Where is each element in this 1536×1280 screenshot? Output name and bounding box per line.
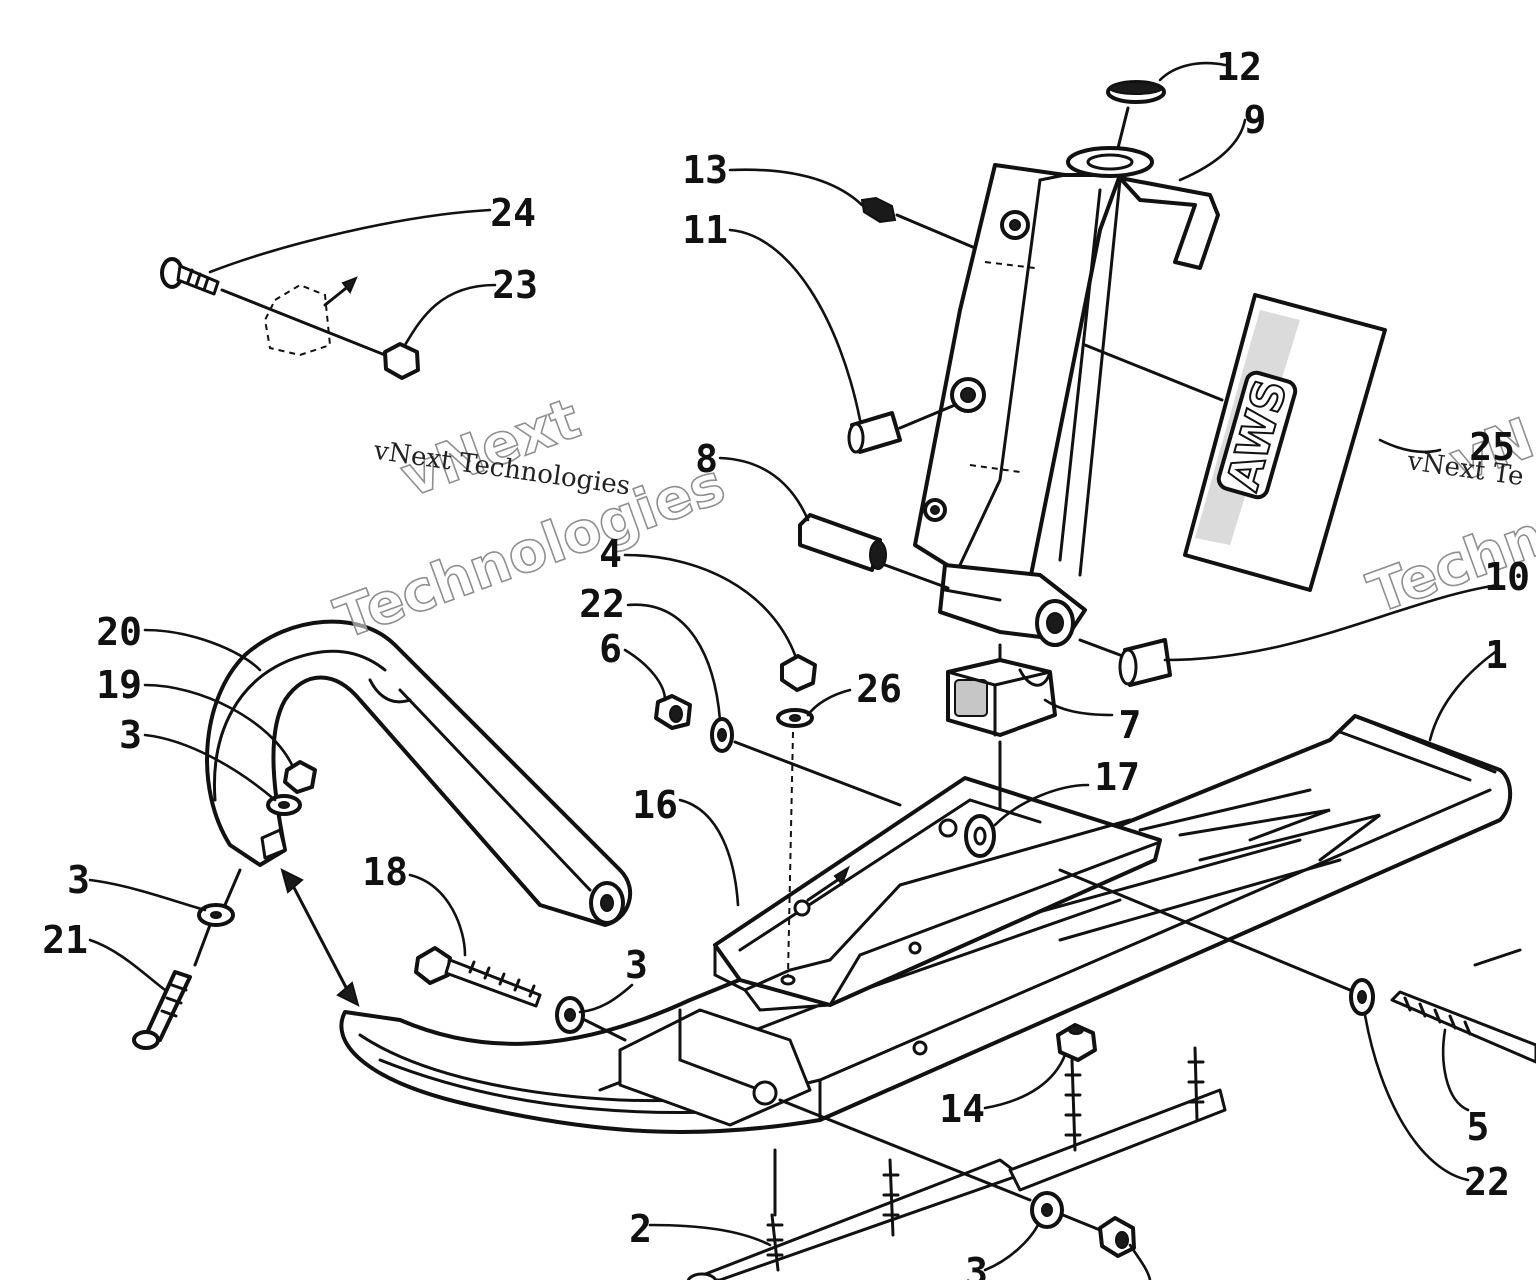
bushing-8 xyxy=(798,513,887,572)
callout-3-front: 3 xyxy=(965,1250,988,1280)
nut-23 xyxy=(383,342,420,380)
callout-24: 24 xyxy=(490,191,536,235)
alignment-arrow xyxy=(280,868,360,1007)
callout-17: 17 xyxy=(1094,755,1140,799)
washer-3-front xyxy=(1030,1191,1064,1229)
callout-4: 4 xyxy=(599,532,622,576)
callout-22-right: 22 xyxy=(1464,1160,1510,1204)
callout-6: 6 xyxy=(599,627,622,671)
callout-12: 12 xyxy=(1216,45,1262,89)
callout-21: 21 xyxy=(42,918,88,962)
callout-25: 25 xyxy=(1469,425,1515,469)
spindle-housing xyxy=(913,146,1220,647)
bolt-5 xyxy=(1390,990,1536,1064)
washer-3-lower xyxy=(197,903,235,927)
ski-loop xyxy=(205,619,632,927)
callout-3-mid: 3 xyxy=(625,943,648,987)
ski-saddle xyxy=(713,776,1162,1012)
wear-bar-runner xyxy=(686,1046,1227,1280)
bracket-dashed xyxy=(263,276,358,357)
watermark-left: vNext Technologies vNext Technologies xyxy=(326,386,734,654)
washer-22-right xyxy=(1349,978,1375,1016)
callout-16: 16 xyxy=(632,783,678,827)
bolt-18 xyxy=(414,946,542,1008)
callout-11: 11 xyxy=(682,208,728,252)
callout-2: 2 xyxy=(629,1207,652,1251)
callout-22: 22 xyxy=(579,582,625,626)
callout-3-lower: 3 xyxy=(67,858,90,902)
nut-6 xyxy=(654,694,692,730)
leader-lines xyxy=(88,61,1500,1280)
nut-19 xyxy=(283,760,317,794)
nut-14 xyxy=(1056,1023,1097,1062)
cap-12 xyxy=(1106,80,1166,104)
callout-26: 26 xyxy=(856,667,902,711)
callout-3-upper: 3 xyxy=(119,713,142,757)
callout-13: 13 xyxy=(682,148,728,192)
callout-labels: 1 2 3 3 3 3 3 4 5 6 7 8 9 10 11 12 13 14… xyxy=(42,45,1530,1280)
bushing-10 xyxy=(1118,638,1172,687)
washer-17 xyxy=(964,814,996,858)
bolt-21 xyxy=(132,970,192,1050)
callout-10: 10 xyxy=(1484,555,1530,599)
callout-5: 5 xyxy=(1467,1105,1490,1149)
callout-8: 8 xyxy=(695,437,718,481)
grease-fitting-13 xyxy=(860,196,897,224)
nut-front xyxy=(1098,1216,1136,1258)
callout-14: 14 xyxy=(939,1087,985,1131)
callout-19: 19 xyxy=(96,663,142,707)
bushing-11 xyxy=(847,411,902,454)
washer-3-mid xyxy=(555,996,585,1034)
bolt-24 xyxy=(160,257,220,296)
callout-23: 23 xyxy=(492,263,538,307)
callout-1: 1 xyxy=(1485,633,1508,677)
callout-20: 20 xyxy=(96,610,142,654)
nut-4 xyxy=(780,654,817,692)
washer-26 xyxy=(776,708,814,728)
aws-decal: AWS xyxy=(1183,293,1387,592)
callout-7: 7 xyxy=(1119,703,1142,747)
callout-18: 18 xyxy=(362,850,408,894)
callout-9: 9 xyxy=(1244,98,1267,142)
washer-22 xyxy=(710,717,734,753)
spacer-block-7 xyxy=(946,658,1057,737)
